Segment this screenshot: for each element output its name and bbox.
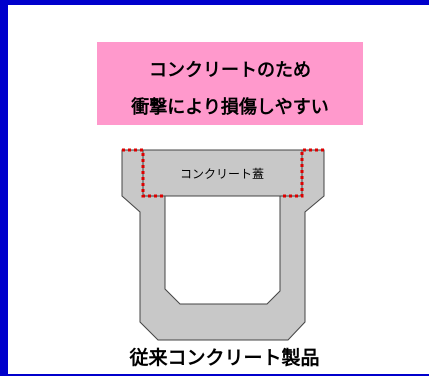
frame-border-top [0, 0, 429, 5]
callout-box: コンクリートのため 衝撃により損傷しやすい [97, 42, 363, 125]
damage-marker-left [122, 148, 165, 198]
lid-label: コンクリート蓋 [180, 167, 264, 181]
frame-border-left [0, 0, 8, 376]
damage-marker-right [280, 148, 324, 198]
callout-line-1: コンクリートのため [149, 60, 311, 81]
caption-text: 従来コンクリート製品 [129, 347, 320, 369]
diagram-caption: 従来コンクリート製品 [0, 343, 429, 370]
callout-line-2: 衝撃により損傷しやすい [131, 97, 329, 118]
frame-border-bottom [0, 374, 429, 376]
